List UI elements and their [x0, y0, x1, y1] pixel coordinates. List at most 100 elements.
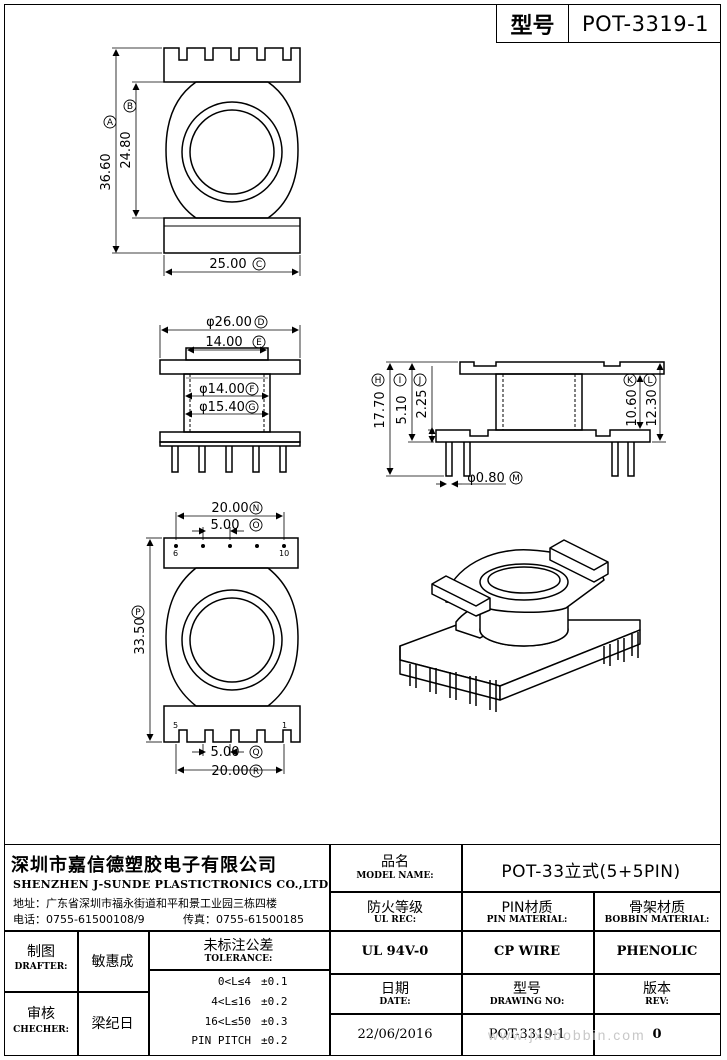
dim-right-total-height: 17.70	[373, 391, 388, 428]
rev-value: 0	[652, 1027, 662, 1042]
front-view-top-flange	[459, 361, 665, 375]
drawing-no-label-en: DRAWING NO:	[489, 997, 565, 1007]
bobbin-material-value: PHENOLIC	[616, 944, 698, 959]
ul-rec-label-cn: 防火等级	[367, 900, 423, 916]
bottom-view-upper-flange	[163, 537, 299, 569]
iso-core-top-inner	[487, 566, 561, 594]
dim-bottom-height: 33.50	[133, 617, 148, 654]
tolerance-range-4: PIN PITCH	[191, 1034, 251, 1047]
ref-h: H	[375, 376, 382, 386]
ref-n: N	[253, 504, 260, 514]
ref-q: Q	[252, 748, 259, 758]
dim-right-h3: 10.60	[625, 389, 640, 426]
bobbin-material-label-en: BOBBIN MATERIAL:	[604, 915, 710, 925]
rev-label-en: REV:	[645, 997, 669, 1007]
ul-rec-value: UL 94V-0	[361, 944, 429, 959]
bottom-view-lower-flange	[163, 705, 301, 743]
front-view-pin-right	[627, 442, 635, 477]
tolerance-label-cn: 未标注公差	[203, 938, 274, 954]
bottom-view-core-inner	[189, 597, 275, 683]
ref-f: F	[249, 385, 254, 395]
dim-bottom-pitch-top: 5.00	[211, 518, 240, 533]
dim-side-core-dia: φ14.00	[199, 382, 245, 397]
dim-bottom-span-top: 20.00	[211, 501, 248, 516]
ref-o: O	[252, 521, 259, 531]
top-view-lower-flange	[163, 217, 301, 254]
ul-rec-label-en: UL REC:	[373, 915, 417, 925]
company-fax: 传真：0755-61500185	[183, 913, 304, 926]
drafter-label-cn: 制图	[27, 944, 55, 960]
pin-material-label-cn: PIN材质	[501, 900, 553, 916]
top-view	[163, 47, 301, 254]
ref-m: M	[512, 474, 520, 484]
model-header: 型号 POT-3319-1	[496, 5, 721, 43]
pin-mark-6: 6	[173, 549, 178, 558]
ref-b: B	[127, 102, 133, 112]
date-value: 22/06/2016	[357, 1027, 433, 1042]
isometric-pins	[409, 632, 639, 712]
pin-markers: 6 10 5 1	[173, 549, 289, 730]
side-view-top-flange	[159, 359, 301, 375]
dim-top-height-total: 36.60	[99, 153, 114, 190]
ref-a: A	[107, 118, 114, 128]
ref-k: K	[627, 376, 634, 386]
bottom-view-body	[165, 567, 299, 707]
side-view-dims	[159, 325, 301, 418]
tolerance-value-3: ±0.3	[261, 1015, 288, 1028]
iso-tab-right	[549, 539, 609, 583]
title-block: 深圳市嘉信德塑胶电子有限公司 SHENZHEN J-SUNDE PLASTICT…	[5, 844, 721, 1056]
company-name-en: SHENZHEN J-SUNDE PLASTICTRONICS CO.,LTD	[13, 878, 329, 891]
tolerance-range-3: 16<L≤50	[204, 1015, 251, 1028]
pin-mark-5: 5	[173, 721, 178, 730]
checker-value: 梁纪日	[91, 1016, 134, 1032]
front-view-core	[495, 373, 583, 431]
model-name-value: POT-33立式(5+5PIN)	[501, 862, 681, 882]
tolerance-label-en: TOLERANCE:	[204, 954, 273, 964]
company-address: 地址：广东省深圳市福永街道和平和景工业园三栋四楼	[13, 897, 277, 910]
dim-side-flange-dia: φ26.00	[206, 315, 252, 330]
bottom-view	[163, 537, 301, 743]
pin-material-value: CP WIRE	[493, 944, 561, 959]
side-view-pins	[171, 446, 287, 473]
drafter-value: 敏惠成	[91, 954, 134, 970]
ref-e: E	[256, 338, 262, 348]
ref-d: D	[258, 318, 265, 328]
tolerance-range-1: 0<L≤4	[217, 975, 251, 988]
pin-mark-1: 1	[282, 721, 287, 730]
top-view-core-inner	[189, 109, 275, 195]
bobbin-material-label-cn: 骨架材质	[629, 900, 685, 916]
model-header-value: POT-3319-1	[581, 11, 710, 36]
tolerance-value-2: ±0.2	[261, 995, 288, 1008]
ref-l: L	[647, 376, 652, 386]
drawing-no-value: POT-3319-1	[488, 1027, 566, 1042]
company-tel: 电话：0755-61500108/9	[13, 913, 145, 926]
bottom-view-dims	[146, 512, 285, 774]
ref-r: R	[253, 767, 259, 777]
tolerance-range-2: 4<L≤16	[211, 995, 251, 1008]
front-view-dims	[386, 361, 666, 488]
tolerance-value-4: ±0.2	[261, 1034, 288, 1047]
top-view-dims	[112, 47, 301, 276]
side-view	[159, 347, 301, 447]
dim-right-h1: 5.10	[395, 396, 410, 425]
bottom-view-pin-holes	[174, 544, 286, 548]
dim-side-core-outer-dia: φ15.40	[199, 400, 245, 415]
front-view-base	[435, 429, 651, 443]
top-view-core-outer	[181, 101, 283, 203]
dim-right-h4: 12.30	[645, 389, 660, 426]
dim-top-width: 25.00	[209, 257, 246, 272]
rev-label-cn: 版本	[643, 981, 671, 997]
date-label-cn: 日期	[381, 981, 409, 997]
model-name-label-cn: 品名	[381, 854, 409, 870]
model-header-label: 型号	[497, 5, 569, 42]
dim-top-height-body: 24.80	[119, 131, 134, 168]
model-name-label-en: MODEL NAME:	[356, 871, 434, 881]
watermark: www.jxdbobbin.com	[488, 1027, 646, 1043]
date-label-en: DATE:	[379, 997, 411, 1007]
dimension-labels: 36.60 24.80 25.00 φ26.00 14.00 φ14.00 φ1…	[99, 131, 660, 779]
ref-c: C	[256, 260, 262, 270]
dim-side-top-width: 14.00	[205, 335, 242, 350]
drafter-label-en: DRAFTER:	[14, 962, 68, 972]
ref-j: J	[418, 376, 422, 386]
